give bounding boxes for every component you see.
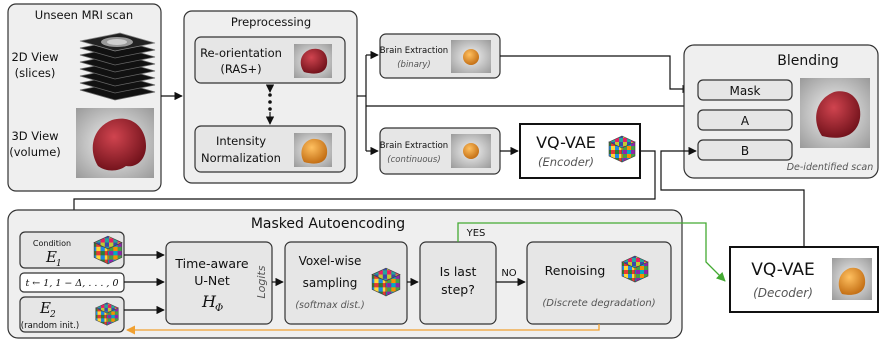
no-label: NO [501, 268, 516, 279]
b-label: B [741, 144, 749, 158]
timestep-schedule: t ← 1, 1 − Δ, . . . , 0 [25, 278, 118, 289]
vqvae-decoder-title: VQ-VAE [751, 260, 815, 280]
e1-subscript: 1 [56, 259, 62, 269]
yes-label: YES [466, 228, 486, 239]
b-box [697, 139, 793, 161]
reorientation-sublabel: (RAS+) [220, 62, 261, 76]
red-head-icon [300, 48, 328, 74]
intensity-label: Intensity [216, 134, 266, 148]
preprocessing-panel: Preprocessing Re-orientation (RAS+) Inte… [183, 10, 358, 184]
blending-title: Blending [777, 53, 839, 69]
latent-cube-icon [95, 302, 119, 326]
deidentified-caption: De-identified scan [787, 162, 874, 173]
brain-icon [463, 49, 479, 65]
vqvae-encoder-box: VQ-VAE (Encoder) [519, 123, 641, 179]
renoising-sublabel: (Discrete degradation) [542, 298, 655, 309]
preprocessing-title: Preprocessing [231, 15, 311, 29]
view-2d-label: 2D View [11, 50, 58, 64]
e2-subscript: 2 [49, 310, 56, 320]
e2-note: (random init.) [21, 321, 79, 331]
e1-symbol: E [45, 248, 57, 266]
voxel-label-a: Voxel-wise [299, 254, 362, 268]
intensity-normalization-box: Intensity Normalization [194, 125, 346, 173]
brain-extraction-binary-box: Brain Extraction (binary) [379, 33, 501, 79]
is-last-step-box: Is last step? [419, 241, 497, 325]
latent-cube-icon [608, 135, 636, 163]
voxel-label-c: (softmax dist.) [295, 300, 364, 311]
brain-continuous-sublabel: (continuous) [387, 155, 440, 165]
condition-label: Condition [33, 239, 71, 248]
reorientation-box: Re-orientation (RAS+) [194, 36, 346, 84]
deidentified-head-icon [816, 91, 861, 138]
arrow-renoise-loop [126, 324, 600, 335]
volume-head-icon [76, 108, 154, 178]
unet-symbol-subscript: Φ [215, 303, 223, 314]
arrow-decoder-to-b [660, 146, 805, 247]
arrow-encoder-to-condition [69, 150, 656, 231]
orange-head-icon [301, 138, 328, 164]
renoising-label: Renoising [545, 263, 606, 278]
arrow-binary-to-mask [500, 55, 691, 94]
masked-autoencoding-panel: Masked Autoencoding Condition E 1 t ← 1,… [7, 209, 683, 339]
decoded-head-icon [838, 267, 866, 295]
a-box [697, 109, 793, 131]
unet-label-b: U-Net [194, 273, 230, 288]
view-2d-sublabel: (slices) [15, 66, 56, 80]
unseen-scan-panel: Unseen MRI scan 2D View (slices) 3D View… [7, 3, 162, 192]
view-3d-sublabel: (volume) [9, 145, 61, 159]
brain-extraction-continuous-box: Brain Extraction (continuous) [379, 127, 501, 175]
renoising-box: Renoising (Discrete degradation) [526, 241, 672, 325]
brain-continuous-label: Brain Extraction [380, 141, 448, 151]
blending-panel: Blending Mask A B De-identified scan [683, 44, 879, 179]
brain-binary-sublabel: (binary) [397, 60, 431, 70]
is-last-label-a: Is last [440, 264, 477, 279]
view-3d-label: 3D View [11, 129, 58, 143]
logits-label: Logits [255, 265, 268, 298]
voxel-label-b: sampling [303, 276, 358, 290]
mae-title: Masked Autoencoding [251, 216, 405, 232]
brain-icon [463, 143, 479, 159]
latent-cube-icon [93, 235, 123, 265]
condition-e1-box: Condition E 1 [19, 231, 125, 269]
vqvae-encoder-sublabel: (Encoder) [538, 155, 594, 169]
vqvae-decoder-box: VQ-VAE (Decoder) [729, 246, 879, 313]
unet-box: Time-aware U-Net H Φ [165, 241, 273, 325]
brain-binary-label: Brain Extraction [380, 46, 448, 56]
latent-cube-icon [371, 267, 401, 297]
unseen-scan-title: Unseen MRI scan [35, 8, 133, 22]
unet-symbol: H [201, 292, 217, 311]
arrow-yes-to-decoder [457, 222, 726, 282]
e2-symbol: E [39, 299, 51, 317]
latent-cube-icon [621, 255, 649, 283]
mri-slices-icon [79, 32, 156, 101]
reorientation-label: Re-orientation [200, 46, 282, 60]
timestep-box: t ← 1, 1 − Δ, . . . , 0 [19, 272, 125, 293]
mask-box [697, 79, 793, 101]
ellipsis-dots [265, 84, 275, 125]
a-label: A [741, 114, 750, 128]
e2-box: E 2 (random init.) [19, 296, 125, 333]
intensity-sublabel: Normalization [201, 151, 281, 165]
voxel-sampling-box: Voxel-wise sampling (softmax dist.) [284, 241, 408, 325]
is-last-label-b: step? [441, 282, 475, 297]
unet-label-a: Time-aware [174, 256, 249, 271]
vqvae-encoder-title: VQ-VAE [536, 133, 596, 152]
mask-label: Mask [730, 84, 761, 98]
vqvae-decoder-sublabel: (Decoder) [753, 286, 813, 300]
